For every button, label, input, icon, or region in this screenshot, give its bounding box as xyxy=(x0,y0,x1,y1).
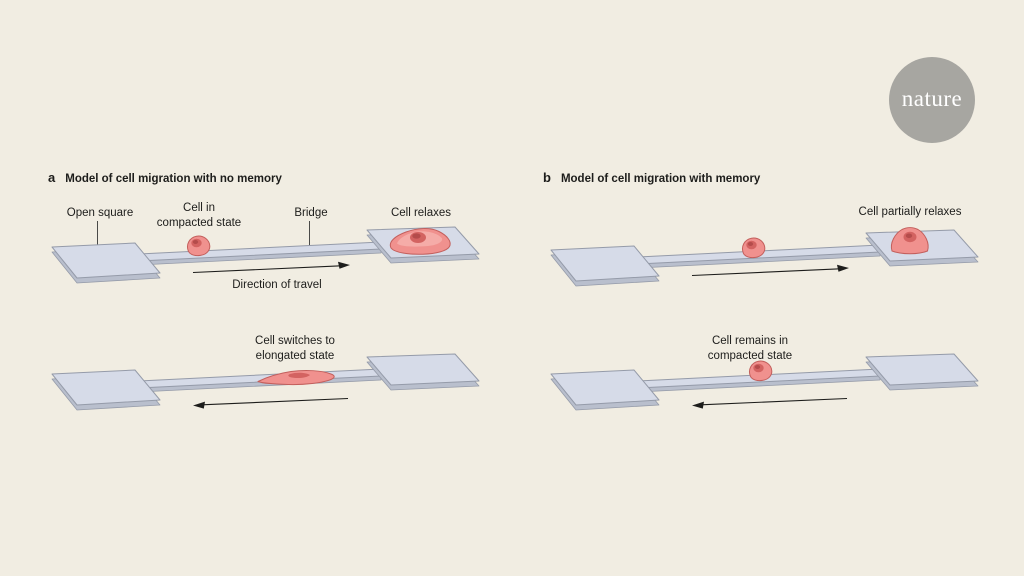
nature-logo: nature xyxy=(889,57,975,143)
diagram-a-row2 xyxy=(51,353,480,411)
direction-arrow-right-icon xyxy=(192,261,351,274)
compacted-cell xyxy=(741,237,766,259)
compacted-cell xyxy=(748,360,773,382)
partially-relaxed-cell xyxy=(890,227,929,255)
panel-a-title: a Model of cell migration with no memory xyxy=(48,171,282,186)
label-direction-of-travel: Direction of travel xyxy=(232,279,322,291)
label-cell-relaxes: Cell relaxes xyxy=(390,207,452,219)
direction-arrow-left-icon xyxy=(192,397,349,410)
direction-arrow-right-icon xyxy=(691,264,850,277)
panel-b-title: b Model of cell migration with memory xyxy=(543,171,760,186)
direction-arrow-left-icon xyxy=(691,397,848,410)
panel-a-title-text: Model of cell migration with no memory xyxy=(65,173,282,185)
leader-line-bridge xyxy=(309,221,310,248)
leader-line-open-square xyxy=(97,221,98,245)
label-bridge: Bridge xyxy=(294,207,328,219)
label-cell-remains-compacted: Cell remains in compacted state xyxy=(707,335,793,362)
panel-b-title-text: Model of cell migration with memory xyxy=(560,173,761,185)
label-open-square: Open square xyxy=(66,207,134,219)
panel-a-letter: a xyxy=(48,170,56,185)
label-cell-in-compacted-state: Cell in compacted state xyxy=(156,202,242,229)
label-cell-partially-relaxes: Cell partially relaxes xyxy=(858,206,962,218)
relaxed-cell xyxy=(389,228,451,255)
diagram-a-row1 xyxy=(51,226,480,284)
panel-b-letter: b xyxy=(543,170,551,185)
elongated-cell xyxy=(257,369,335,386)
diagram-b-row1 xyxy=(550,227,979,287)
compacted-cell xyxy=(186,235,211,257)
label-cell-switches-elongated: Cell switches to elongated state xyxy=(255,335,335,362)
nature-logo-text: nature xyxy=(901,86,963,111)
diagram-b-row2 xyxy=(550,353,979,411)
